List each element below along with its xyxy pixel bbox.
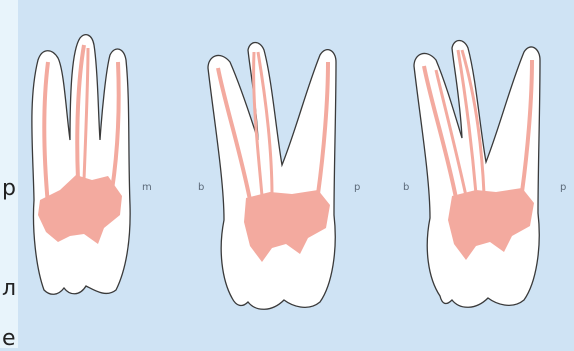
side-text-fragment-2: л — [2, 278, 16, 300]
tooth-1 — [32, 35, 130, 295]
tooth-2-label-palatal: p — [354, 182, 360, 193]
tooth-3-label-palatal: p — [560, 182, 566, 193]
tooth-3-label-buccal: b — [403, 182, 409, 193]
tooth-1-label-mesial: m — [142, 182, 152, 193]
side-text-fragment-1: р — [2, 178, 16, 200]
tooth-2-label-buccal: b — [198, 182, 204, 193]
side-text-fragment-3: е — [2, 328, 16, 350]
